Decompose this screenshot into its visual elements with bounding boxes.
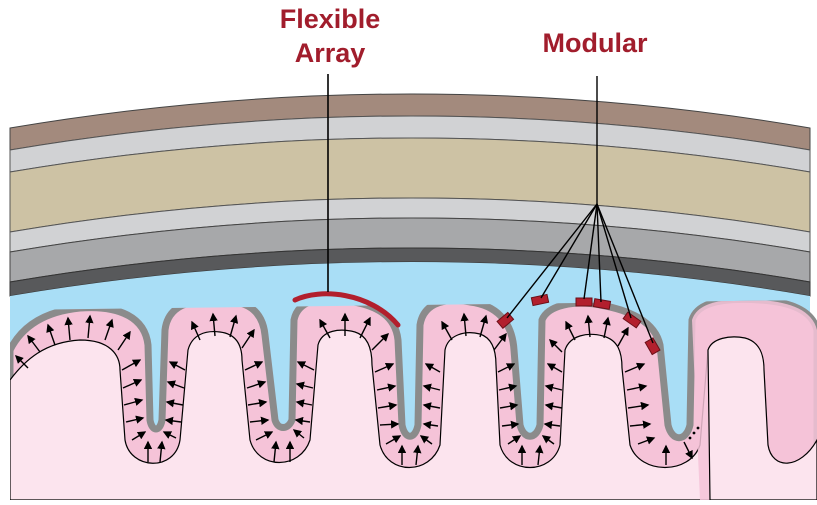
- flexible-array-label-line1: Flexible: [240, 4, 420, 35]
- modular-label: Modular: [505, 28, 685, 59]
- flexible-array-label-line2: Array: [240, 38, 420, 69]
- modular-electrode: [576, 298, 592, 306]
